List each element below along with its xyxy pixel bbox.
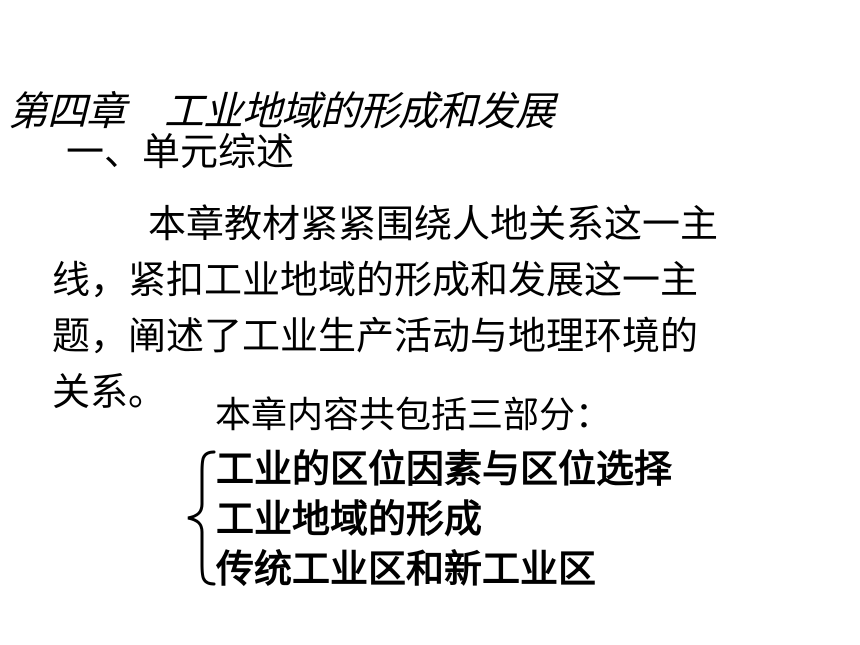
summary-paragraph: 本章教材紧紧围绕人地关系这一主 线，紧扣工业地域的形成和发展这一主 题，阐述了工… — [52, 196, 812, 420]
summary-line: 题，阐述了工业生产活动与地理环境的 — [52, 314, 699, 358]
list-item: 工业的区位因素与区位选择 — [216, 447, 673, 491]
curly-brace-icon — [187, 450, 216, 586]
summary-line: 关系。 — [52, 370, 167, 414]
parts-intro: 本章内容共包括三部分： — [215, 395, 612, 436]
section-heading: 一、单元综述 — [66, 130, 295, 174]
parts-list: 工业的区位因素与区位选择 工业地域的形成 传统工业区和新工业区 — [216, 444, 672, 594]
list-item: 工业地域的形成 — [216, 497, 483, 541]
list-item: 传统工业区和新工业区 — [216, 547, 597, 591]
summary-line: 本章教材紧紧围绕人地关系这一主 — [148, 202, 719, 246]
chapter-title: 第四章 工业地域的形成和发展 — [8, 89, 555, 135]
summary-line: 线，紧扣工业地域的形成和发展这一主 — [52, 258, 699, 302]
